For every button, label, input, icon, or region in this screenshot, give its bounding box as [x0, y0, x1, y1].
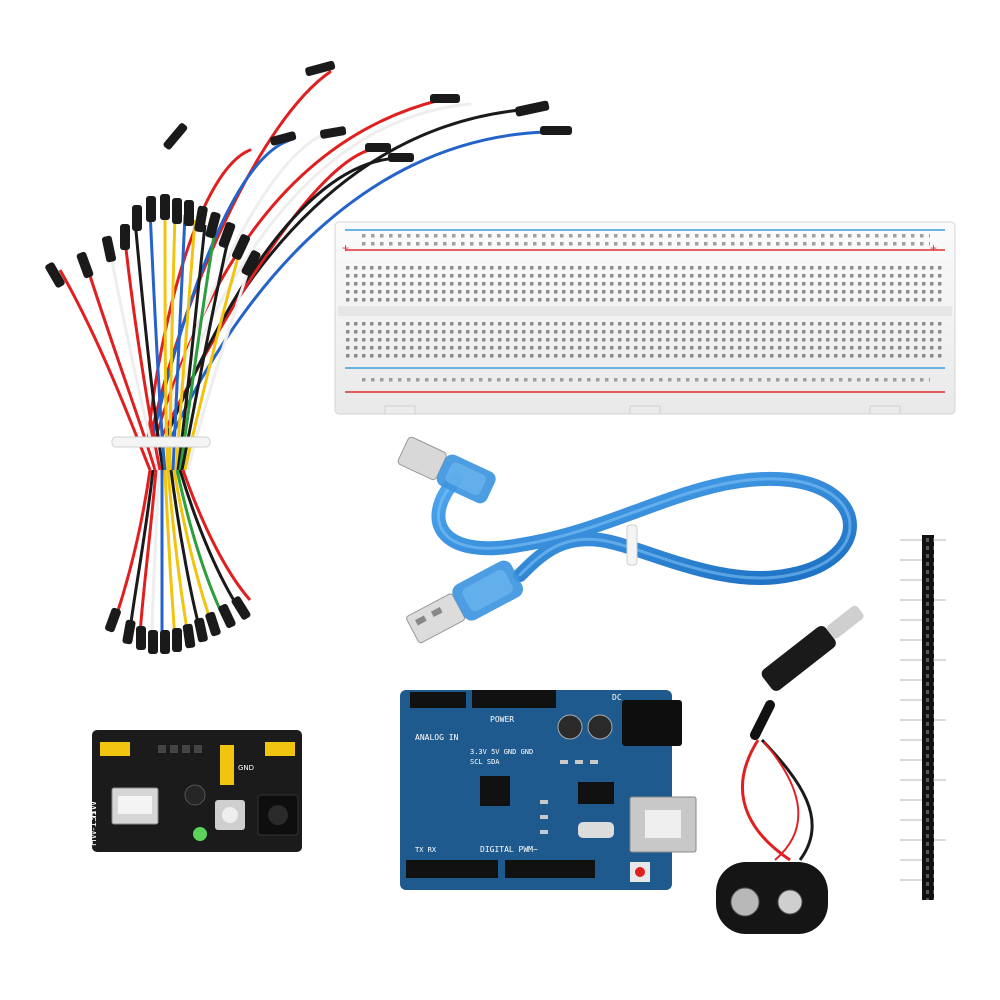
module-model: HW-131 — [89, 810, 99, 846]
power-label: POWER — [490, 715, 514, 724]
zip-tie — [111, 436, 211, 448]
rail-plus-symbol: + — [342, 241, 349, 255]
rail-plus-symbol-right: + — [930, 241, 937, 255]
usb-cable-icon — [397, 436, 857, 644]
dc-label: DC — [612, 693, 622, 702]
microcontroller-board-icon: ANALOG IN POWER 3.3V 5V GND GND SCL SDA … — [400, 690, 697, 890]
pin-header-icon — [900, 535, 946, 900]
tx-rx-label: TX RX — [415, 846, 437, 854]
breadboard-icon: + + — [334, 221, 956, 415]
power-pins-label: 3.3V 5V GND GND — [470, 748, 533, 756]
scl-sda-label: SCL SDA — [470, 758, 500, 766]
module-gnd-label: GND — [238, 764, 254, 772]
digital-label: DIGITAL PWM~ — [480, 845, 538, 854]
analog-in-label: ANALOG IN — [415, 733, 459, 742]
battery-clip-icon — [716, 605, 864, 934]
module-brand: HW — [88, 800, 99, 818]
jumper-wire-bundle-icon — [45, 60, 572, 654]
power-module-icon: HW HW-131 GND — [88, 730, 302, 852]
